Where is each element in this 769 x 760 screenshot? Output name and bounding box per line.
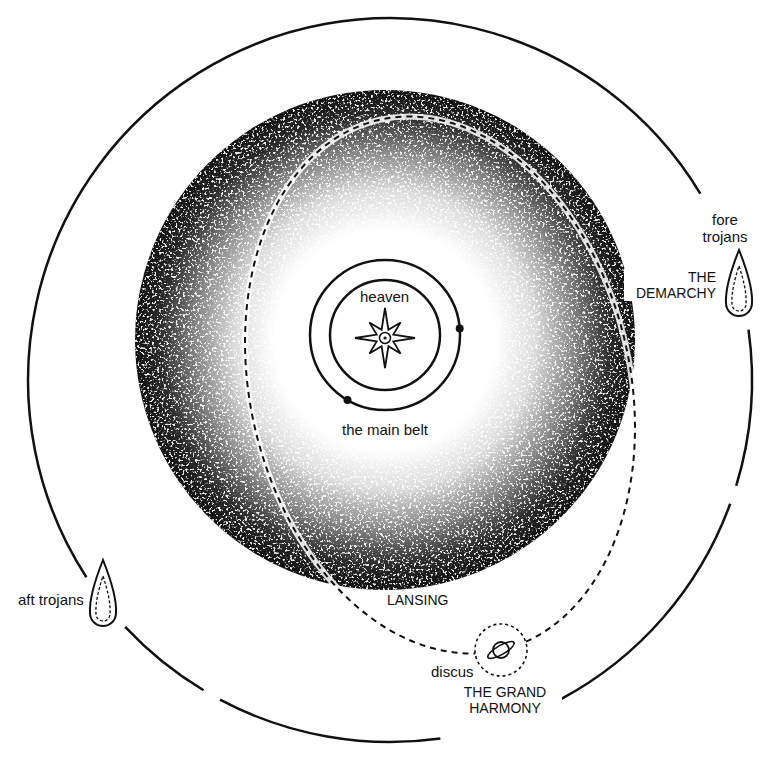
map-label: discus <box>429 663 476 680</box>
map-label: THE DEMARCHY <box>624 269 718 301</box>
teardrop <box>726 250 752 316</box>
orbit-arc <box>220 700 440 742</box>
orbit-arc <box>560 504 730 700</box>
teardrop-inner <box>732 266 746 311</box>
planet-symbol <box>475 624 527 676</box>
planet-ring <box>486 639 516 662</box>
orbit-underlay <box>194 77 687 693</box>
sun-star <box>355 308 415 368</box>
teardrop-inner <box>96 576 110 621</box>
map-label: aft trojans <box>16 591 86 608</box>
orbit-body <box>344 396 352 404</box>
map-label: the main belt <box>340 421 430 438</box>
star-dot <box>383 336 386 339</box>
orbit-arc <box>736 330 752 486</box>
planet-sphere <box>475 624 527 676</box>
belt-speckle <box>135 90 635 590</box>
main-belt-disk <box>135 90 635 590</box>
star-core <box>380 333 391 344</box>
orbit-body <box>456 325 464 333</box>
speckle-layer <box>135 90 635 590</box>
map-label: THE GRAND HARMONY <box>448 684 562 716</box>
teardrop <box>90 560 116 626</box>
outer-orbit <box>28 18 752 742</box>
fore-trojans-cloud <box>726 250 752 316</box>
star-shape <box>355 308 415 368</box>
map-label: heaven <box>358 288 411 305</box>
inner-orbit <box>330 280 440 390</box>
inner-orbit <box>310 260 460 410</box>
orbit-arc <box>125 627 203 690</box>
map-label: LANSING <box>385 592 450 608</box>
aft-trojans-cloud <box>90 560 116 626</box>
lansing-orbit <box>194 77 687 693</box>
map-label: fore trojans <box>692 211 758 246</box>
